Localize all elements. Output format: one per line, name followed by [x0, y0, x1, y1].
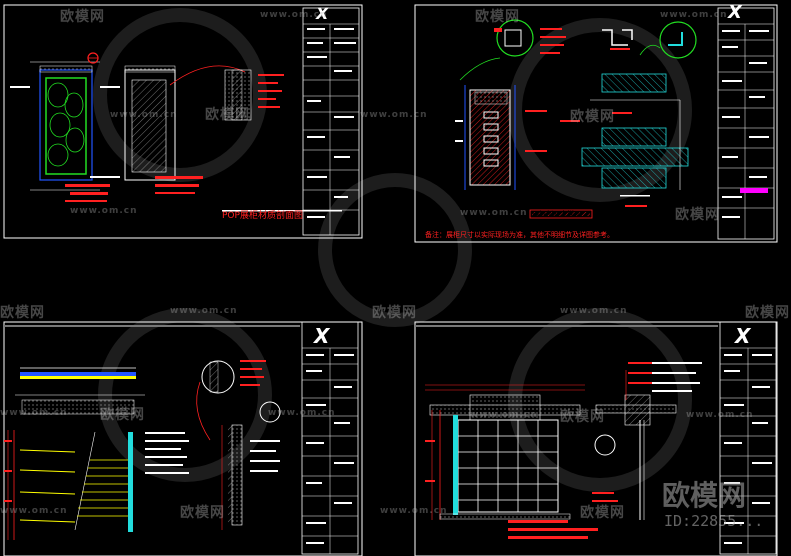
sheet-3 — [3, 321, 363, 556]
logo-sheet-1: X — [316, 4, 329, 23]
watermark-brand: 欧模网 — [372, 305, 417, 321]
watermark-url: www.om.cn — [380, 506, 448, 516]
watermark-url: www.om.cn — [268, 408, 336, 418]
watermark-url: www.om.cn — [686, 410, 754, 420]
watermark-brand: 欧模网 — [205, 107, 250, 123]
watermark-url: www.om.cn — [360, 110, 428, 120]
watermark-brand-large: 欧模网 — [662, 479, 747, 512]
watermark-brand: 欧模网 — [580, 505, 625, 521]
watermark-url: www.om.cn — [0, 506, 68, 516]
watermark-brand: 欧模网 — [100, 407, 145, 423]
watermark-url: www.om.cn — [70, 206, 138, 216]
watermark-brand: 欧模网 — [675, 207, 720, 223]
watermark-url: www.om.cn — [660, 10, 728, 20]
watermark-brand: 欧模网 — [0, 305, 45, 321]
watermark-url: www.om.cn — [560, 306, 628, 316]
sheet-1-caption: POP展柜材质剖面图 — [222, 211, 303, 221]
sheet-4 — [414, 321, 778, 556]
sheet-2-note: 备注：展柜尺寸以实际现场为准，其他不明细节及详图参考。 — [425, 231, 614, 239]
sheet-2-caption: 展柜剖面大样图 — [532, 210, 581, 218]
watermark-url: www.om.cn — [470, 410, 538, 420]
watermark-url: www.om.cn — [460, 208, 528, 218]
logo-sheet-3: X — [314, 324, 330, 348]
logo-sheet-4: X — [735, 324, 751, 348]
watermark-url: www.om.cn — [110, 110, 178, 120]
sheet-2 — [414, 4, 778, 243]
watermark-brand: 欧模网 — [60, 9, 105, 25]
logo-sheet-2: X — [728, 2, 742, 23]
watermark-url: www.om.cn — [260, 10, 328, 20]
watermark-brand: 欧模网 — [745, 305, 790, 321]
watermark-id: ID:22855... — [664, 512, 764, 530]
watermark-brand: 欧模网 — [180, 505, 225, 521]
sheet-1 — [3, 4, 363, 239]
watermark-brand: 欧模网 — [475, 9, 520, 25]
watermark-url: www.om.cn — [170, 306, 238, 316]
watermark-url: www.om.cn — [0, 408, 68, 418]
watermark-brand: 欧模网 — [570, 109, 615, 125]
watermark-brand: 欧模网 — [560, 409, 605, 425]
